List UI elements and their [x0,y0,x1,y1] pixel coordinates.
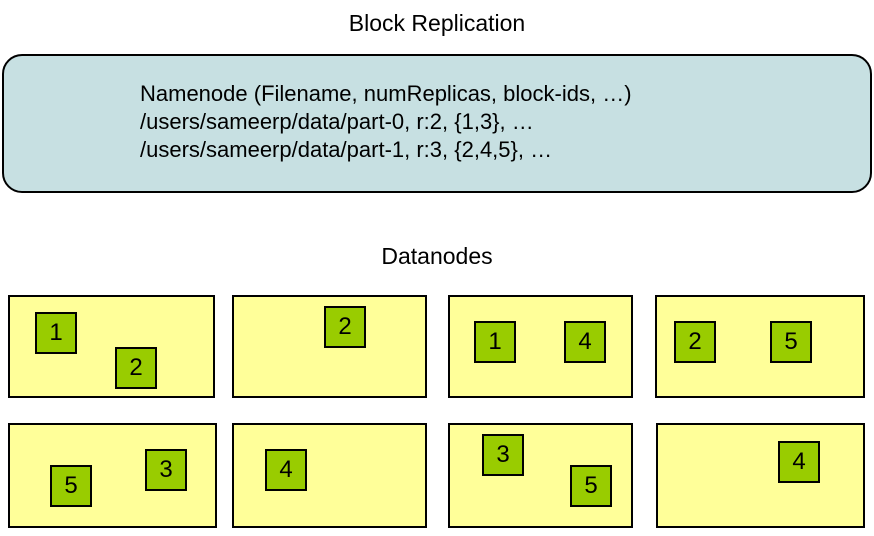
block-4: 4 [564,321,606,363]
namenode-header: Namenode (Filename, numReplicas, block-i… [140,81,632,106]
namenode-file-entry-part0: /users/sameerp/data/part-0, r:2, {1,3}, … [140,109,534,134]
datanode-8: 4 [656,423,865,528]
block-1: 1 [35,312,77,354]
block-3: 3 [482,434,524,476]
block-5: 5 [770,321,812,363]
datanode-2: 2 [232,295,427,398]
block-2: 2 [115,347,157,389]
block-2: 2 [674,321,716,363]
block-4: 4 [778,441,820,483]
block-5: 5 [50,465,92,507]
block-3: 3 [145,449,187,491]
block-2: 2 [324,306,366,348]
block-5: 5 [570,465,612,507]
block-1: 1 [474,321,516,363]
datanodes-heading: Datanodes [381,243,493,269]
datanode-6: 4 [232,423,427,528]
block-4: 4 [265,449,307,491]
namenode-box: Namenode (Filename, numReplicas, block-i… [2,54,872,193]
diagram-title: Block Replication [348,10,526,36]
namenode-file-entry-part1: /users/sameerp/data/part-1, r:3, {2,4,5}… [140,137,553,162]
